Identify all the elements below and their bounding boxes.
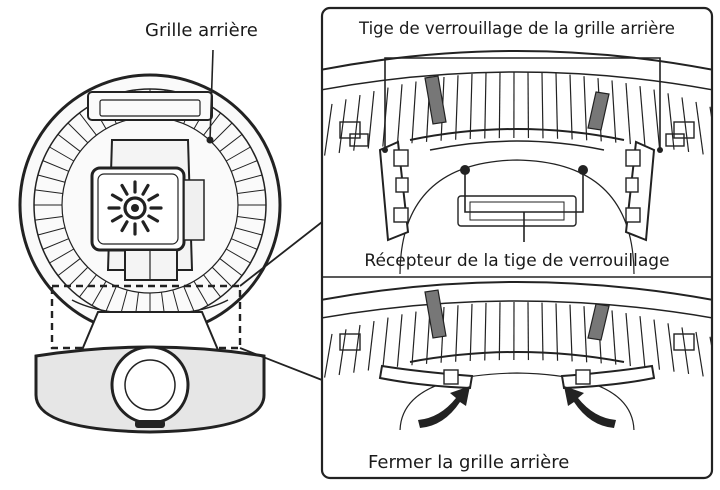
detail-panel: Tige de verrouillage de la grille arrièr…: [320, 6, 714, 480]
lock-rod-left: [378, 140, 410, 242]
side-clip-left: [339, 121, 369, 147]
fan-overview: [18, 49, 323, 434]
lock-rod-bar-left: [424, 75, 447, 125]
fan-neck: [81, 311, 219, 351]
closed-side-clip-right: [673, 333, 695, 351]
lock-rod-callout: [382, 57, 663, 153]
curved-arrow-icon: [418, 386, 470, 428]
label-lock-rod: Tige de verrouillage de la grille arrièr…: [358, 19, 675, 38]
zoom-connector-bottom: [239, 347, 323, 381]
receiver-housing: [457, 195, 577, 227]
side-clip-right: [665, 121, 695, 147]
detail-panel-frame: [320, 6, 714, 480]
rear-grille-leader: [209, 49, 214, 141]
closed-lock-rod-right: [560, 364, 656, 390]
receiver-callout: [460, 165, 588, 242]
closed-lock-rod-left: [378, 364, 474, 390]
lock-rod-right: [624, 140, 656, 242]
label-rod-receiver: Récepteur de la tige de verrouillage: [364, 251, 669, 271]
zoom-highlight-box: [50, 284, 242, 350]
label-close-grille: Fermer la grille arrière: [368, 452, 569, 473]
label-rear-grille: Grille arrière: [145, 20, 258, 41]
grille-handle: [87, 91, 213, 121]
closed-bar-left: [424, 289, 447, 339]
curved-arrow-icon: [564, 386, 616, 428]
closed-side-clip-left: [339, 333, 361, 351]
closed-bar-right: [587, 303, 610, 341]
fan-stem: [124, 249, 178, 281]
sun-icon: [107, 180, 163, 236]
lock-rod-bar-right: [587, 91, 610, 131]
grille-open-detail: [322, 50, 712, 274]
zoom-connector-top: [239, 221, 323, 287]
grille-closed-detail: [322, 281, 712, 430]
